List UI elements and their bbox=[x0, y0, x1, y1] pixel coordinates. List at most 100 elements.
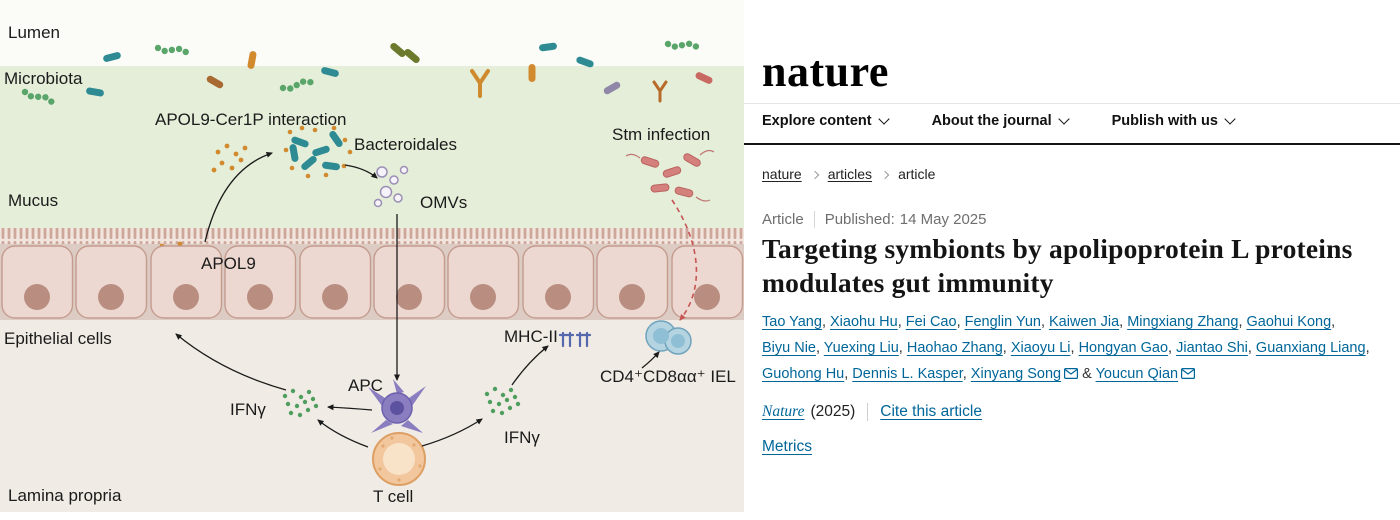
label-epithelial-cells: Epithelial cells bbox=[4, 329, 112, 348]
article-meta: Article Published: 14 May 2025 bbox=[762, 211, 986, 228]
lamina-propria-region bbox=[0, 320, 744, 512]
breadcrumb-articles[interactable]: articles bbox=[827, 166, 873, 182]
author-link[interactable]: Guohong Hu bbox=[762, 366, 845, 383]
author-link[interactable]: Haohao Zhang bbox=[906, 340, 1003, 357]
author-separator: , bbox=[1119, 314, 1128, 330]
email-icon[interactable] bbox=[1064, 361, 1079, 387]
chevron-down-icon bbox=[877, 113, 890, 125]
author-link[interactable]: Yuexing Liu bbox=[823, 340, 899, 357]
author-separator: , bbox=[956, 314, 965, 330]
author-link[interactable]: Xiaohu Hu bbox=[830, 314, 898, 330]
label-apol9-cer1p: APOL9-Cer1P interaction bbox=[155, 110, 347, 129]
metrics-link[interactable]: Metrics bbox=[762, 438, 812, 455]
label-t-cell: T cell bbox=[373, 487, 413, 506]
omv-vesicles bbox=[373, 165, 409, 208]
label-microbiota: Microbiota bbox=[4, 69, 83, 88]
author-separator: , bbox=[1331, 314, 1336, 330]
label-apol9: APOL9 bbox=[201, 254, 256, 273]
apol9-bound-dots bbox=[283, 125, 353, 179]
author-separator: , bbox=[1247, 340, 1256, 357]
label-lumen: Lumen bbox=[8, 23, 60, 42]
signal-arrows bbox=[175, 151, 660, 448]
chevron-right-icon bbox=[880, 170, 890, 179]
author-link[interactable]: Fenglin Yun bbox=[964, 314, 1041, 330]
main-nav: Explore content About the journal Publis… bbox=[762, 113, 1236, 129]
chevron-down-icon bbox=[1224, 113, 1236, 125]
epithelial-cell-row bbox=[1, 245, 744, 319]
label-omvs: OMVs bbox=[420, 193, 467, 212]
nav-explore-content[interactable]: Explore content bbox=[762, 113, 890, 129]
mucus-region bbox=[0, 66, 744, 228]
nav-label: Explore content bbox=[762, 113, 872, 129]
author-separator: , bbox=[1365, 340, 1370, 357]
nature-logo[interactable]: nature bbox=[762, 47, 889, 96]
author-link[interactable]: Tao Yang bbox=[762, 314, 822, 330]
breadcrumb-nature[interactable]: nature bbox=[762, 166, 802, 182]
brush-border bbox=[0, 228, 744, 246]
figure-panel: Lumen Microbiota APOL9-Cer1P interaction… bbox=[0, 0, 744, 520]
author-separator: , bbox=[816, 340, 824, 357]
lumen-region bbox=[0, 0, 744, 68]
label-mhc2: MHC-II bbox=[504, 327, 558, 346]
apol9-secreted-dots bbox=[211, 143, 248, 173]
journal-citation: Nature (2025) Cite this article bbox=[762, 403, 982, 421]
author-separator: , bbox=[1238, 314, 1247, 330]
author-link[interactable]: Biyu Nie bbox=[762, 340, 816, 357]
label-bacteroidales: Bacteroidales bbox=[354, 135, 457, 154]
nav-publish-with-us[interactable]: Publish with us bbox=[1112, 113, 1236, 129]
author-link[interactable]: Dennis L. Kasper bbox=[852, 366, 963, 383]
citation-divider bbox=[867, 403, 869, 421]
label-lamina-propria: Lamina propria bbox=[8, 486, 122, 505]
author-link[interactable]: Youcun Qian bbox=[1095, 366, 1179, 383]
microbiota-shapes bbox=[20, 38, 714, 108]
meta-divider bbox=[813, 211, 815, 228]
journal-year: (2025) bbox=[810, 403, 856, 420]
author-link[interactable]: Kaiwen Jia bbox=[1049, 314, 1120, 330]
author-link[interactable]: Xinyang Song bbox=[970, 366, 1062, 383]
author-link[interactable]: Guanxiang Liang bbox=[1255, 340, 1366, 357]
article-title: Targeting symbionts by apolipoprotein L … bbox=[762, 233, 1353, 299]
article-type: Article bbox=[762, 211, 804, 228]
author-link[interactable]: Hongyan Gao bbox=[1078, 340, 1169, 357]
label-ifng-right: IFNγ bbox=[504, 428, 540, 447]
author-list: Tao Yang, Xiaohu Hu, Fei Cao, Fenglin Yu… bbox=[762, 309, 1394, 387]
nav-about-the-journal[interactable]: About the journal bbox=[931, 113, 1070, 129]
breadcrumb-article: article bbox=[898, 166, 936, 182]
journal-link[interactable]: Nature bbox=[762, 403, 805, 420]
article-page: nature Explore content About the journal… bbox=[744, 0, 1400, 520]
header-divider bbox=[744, 103, 1400, 104]
author-separator: , bbox=[897, 314, 906, 330]
author-separator: , bbox=[844, 366, 853, 383]
breadcrumb: nature articles article bbox=[762, 166, 935, 182]
author-separator: & bbox=[1078, 366, 1096, 383]
ifng-dots-right bbox=[484, 386, 521, 416]
label-iel: CD4⁺CD8αα⁺ IEL bbox=[600, 367, 736, 386]
label-ifng-left: IFNγ bbox=[230, 400, 266, 419]
published-date: 14 May 2025 bbox=[899, 211, 987, 228]
apc-cell bbox=[368, 379, 426, 433]
chevron-down-icon bbox=[1057, 113, 1070, 125]
author-separator: , bbox=[1168, 340, 1177, 357]
bottom-margin bbox=[0, 512, 744, 520]
author-link[interactable]: Gaohui Kong bbox=[1246, 314, 1332, 330]
author-separator: , bbox=[821, 314, 830, 330]
t-cell bbox=[372, 432, 426, 486]
author-link[interactable]: Mingxiang Zhang bbox=[1127, 314, 1239, 330]
label-apc: APC bbox=[348, 376, 383, 395]
author-separator: , bbox=[898, 340, 907, 357]
author-link[interactable]: Fei Cao bbox=[905, 314, 957, 330]
cite-this-article-link[interactable]: Cite this article bbox=[880, 403, 982, 420]
iel-cell bbox=[645, 320, 692, 355]
email-icon[interactable] bbox=[1181, 361, 1196, 387]
published-label: Published: bbox=[824, 211, 895, 228]
nav-label: About the journal bbox=[931, 113, 1052, 129]
ifng-dots-left bbox=[282, 388, 319, 418]
author-separator: , bbox=[1002, 340, 1011, 357]
label-mucus: Mucus bbox=[8, 191, 58, 210]
chevron-right-icon bbox=[810, 170, 819, 179]
author-link[interactable]: Jiantao Shi bbox=[1176, 340, 1248, 357]
label-stm-infection: Stm infection bbox=[612, 125, 710, 144]
author-separator: , bbox=[1040, 314, 1050, 330]
author-link[interactable]: Xiaoyu Li bbox=[1010, 340, 1071, 357]
